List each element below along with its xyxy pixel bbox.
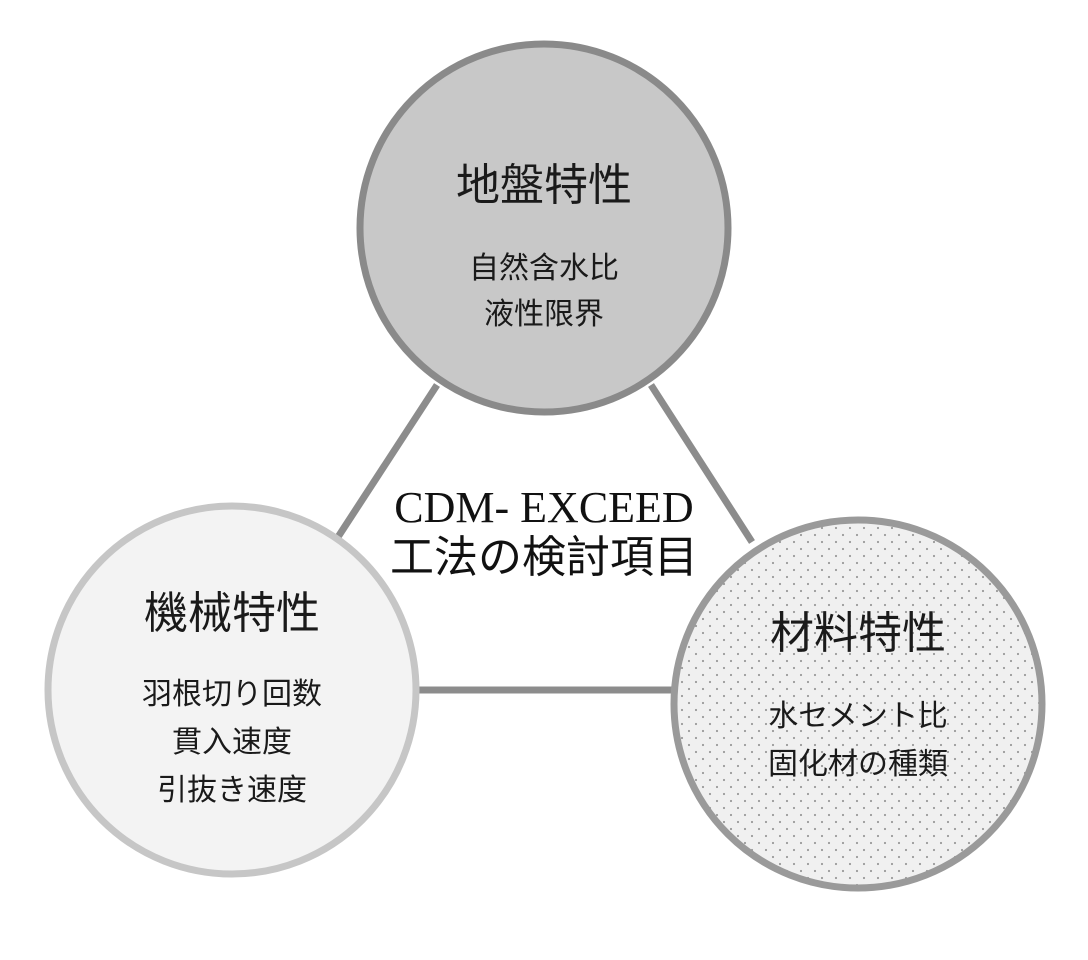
machine-item: 貫入速度 bbox=[172, 725, 292, 760]
center-label: CDM- EXCEED 工法の検討項目 bbox=[390, 483, 698, 583]
material-item: 水セメント比 bbox=[768, 699, 947, 734]
ground-title: 地盤特性 bbox=[456, 160, 632, 211]
connector-ground-material bbox=[648, 383, 755, 544]
connector-ground-machine bbox=[335, 383, 440, 539]
center-label-line2: 工法の検討項目 bbox=[390, 532, 698, 583]
machine-circle bbox=[44, 502, 420, 878]
material-item: 固化材の種類 bbox=[768, 747, 948, 782]
ground-circle bbox=[356, 40, 732, 416]
material-title: 材料特性 bbox=[770, 608, 946, 659]
material-circle bbox=[670, 516, 1046, 892]
ground-item: 自然含水比 bbox=[469, 251, 619, 286]
node-machine-properties: 機械特性 羽根切り回数 貫入速度 引抜き速度 bbox=[44, 502, 420, 878]
node-material-properties: 材料特性 水セメント比 固化材の種類 bbox=[670, 516, 1046, 892]
machine-title: 機械特性 bbox=[144, 588, 320, 639]
center-label-line1: CDM- EXCEED bbox=[394, 483, 693, 532]
machine-item: 羽根切り回数 bbox=[142, 677, 322, 712]
machine-item: 引抜き速度 bbox=[157, 773, 307, 808]
ground-item: 液性限界 bbox=[484, 297, 604, 332]
node-ground-properties: 地盤特性 自然含水比 液性限界 bbox=[356, 40, 732, 416]
